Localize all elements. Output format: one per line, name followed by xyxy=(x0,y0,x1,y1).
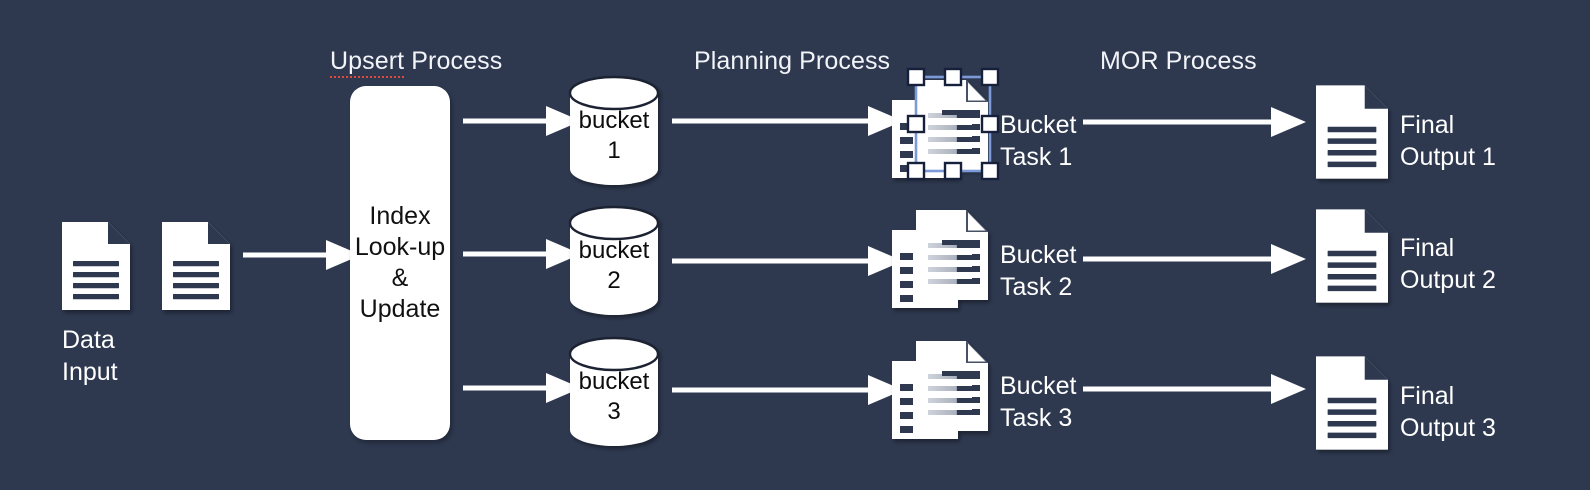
task-document-stack xyxy=(892,341,988,439)
bucket-task-icon-1[interactable] xyxy=(892,67,1000,181)
selection-handle-5[interactable] xyxy=(980,114,1000,134)
selection-handle-4[interactable] xyxy=(906,114,926,134)
task-document-stack xyxy=(892,210,988,308)
selection-handle-7[interactable] xyxy=(943,161,963,181)
final-output-document-1 xyxy=(1316,85,1388,179)
data-input-label: Data Input xyxy=(62,326,118,386)
cylinder-body xyxy=(570,223,658,315)
task-document-stack xyxy=(892,80,988,178)
process-label-mor: MOR Process xyxy=(1100,46,1257,76)
selection-handle-2[interactable] xyxy=(943,67,963,87)
bucket-task-icons xyxy=(892,67,1000,439)
cylinder-top xyxy=(568,75,660,111)
cylinder-top xyxy=(568,205,660,241)
index-lookup-update-box[interactable]: Index Look-up & Update xyxy=(350,86,450,440)
data-input-document-1 xyxy=(62,222,130,310)
final-output-1-label: Final Output 1 xyxy=(1400,111,1496,171)
cylinder-body xyxy=(570,354,658,446)
arrow-layer xyxy=(243,106,1306,405)
selection-handle-8[interactable] xyxy=(980,161,1000,181)
cylinder-body xyxy=(570,93,658,185)
bucket-task-icon-2[interactable] xyxy=(892,210,988,308)
bucket-3-label: bucket 3 xyxy=(578,368,650,425)
final-output-2-label: Final Output 2 xyxy=(1400,234,1496,294)
bucket-task-2-label: Bucket Task 2 xyxy=(1000,241,1077,301)
final-output-3-label: Final Output 3 xyxy=(1400,382,1496,442)
selection-handle-6[interactable] xyxy=(906,161,926,181)
process-label-upsert-rest: Process xyxy=(404,47,503,75)
bucket-task-icon-3[interactable] xyxy=(892,341,988,439)
selection-handle-3[interactable] xyxy=(980,67,1000,87)
bucket-task-1-label: Bucket Task 1 xyxy=(1000,111,1077,171)
data-input-icons xyxy=(62,222,230,310)
bucket-cylinder-3[interactable] xyxy=(568,336,660,446)
process-label-planning: Planning Process xyxy=(694,46,890,76)
selection-handle-1[interactable] xyxy=(906,67,926,87)
data-input-document-2 xyxy=(162,222,230,310)
cylinder-top xyxy=(568,336,660,372)
bucket-2-label: bucket 2 xyxy=(578,237,650,294)
bucket-cylinder-icons xyxy=(568,75,660,446)
process-label-mor-text: MOR Process xyxy=(1100,47,1257,75)
index-lookup-update-label: Index Look-up & Update xyxy=(354,202,446,323)
bucket-1-label: bucket 1 xyxy=(578,107,650,164)
final-output-document-3 xyxy=(1316,356,1388,450)
final-output-icons xyxy=(1316,85,1388,450)
process-label-upsert: Upsert Process xyxy=(330,46,503,78)
bucket-cylinder-2[interactable] xyxy=(568,205,660,315)
final-output-document-2 xyxy=(1316,209,1388,303)
bucket-task-3-label: Bucket Task 3 xyxy=(1000,372,1077,432)
misspelled-word-upsert: Upsert xyxy=(330,47,405,78)
bucket-cylinder-1[interactable] xyxy=(568,75,660,185)
process-label-planning-text: Planning Process xyxy=(694,47,891,75)
